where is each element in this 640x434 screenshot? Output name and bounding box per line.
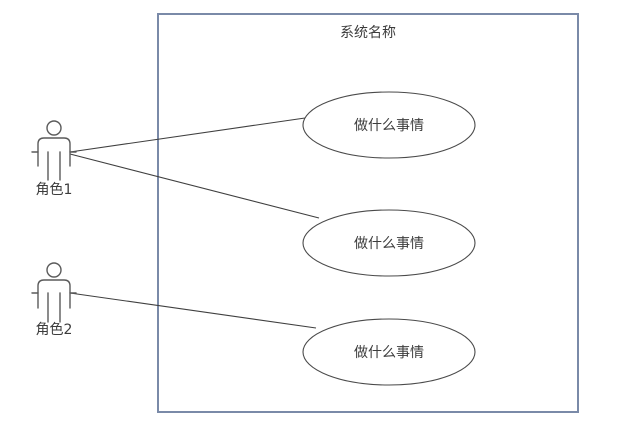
use-case-ellipse[interactable] [302, 91, 476, 159]
association-actor1-usecase1[interactable] [69, 117, 306, 153]
use-case-ellipse[interactable] [302, 209, 476, 277]
system-boundary-title: 系统名称 [340, 25, 396, 41]
association-actor2-usecase3[interactable] [69, 292, 317, 329]
actor-head-icon [46, 120, 62, 136]
actor-label-role-1: 角色1 [36, 181, 73, 198]
use-case-1[interactable]: 做什么事情 [302, 91, 476, 159]
use-case-ellipse[interactable] [302, 318, 476, 386]
use-case-label: 做什么事情 [354, 118, 424, 134]
use-case-2[interactable]: 做什么事情 [302, 209, 476, 277]
actor-body-icon [37, 279, 71, 309]
actor-head-icon [46, 262, 62, 278]
actor-role-1[interactable]: 角色1 [31, 120, 77, 198]
actor-body-icon [37, 137, 71, 167]
use-case-3[interactable]: 做什么事情 [302, 318, 476, 386]
use-case-label: 做什么事情 [354, 345, 424, 361]
actor-label-role-2: 角色2 [36, 321, 73, 338]
use-case-label: 做什么事情 [354, 236, 424, 252]
actor-role-2[interactable]: 角色2 [31, 262, 77, 338]
association-actor1-usecase2[interactable] [69, 153, 320, 219]
